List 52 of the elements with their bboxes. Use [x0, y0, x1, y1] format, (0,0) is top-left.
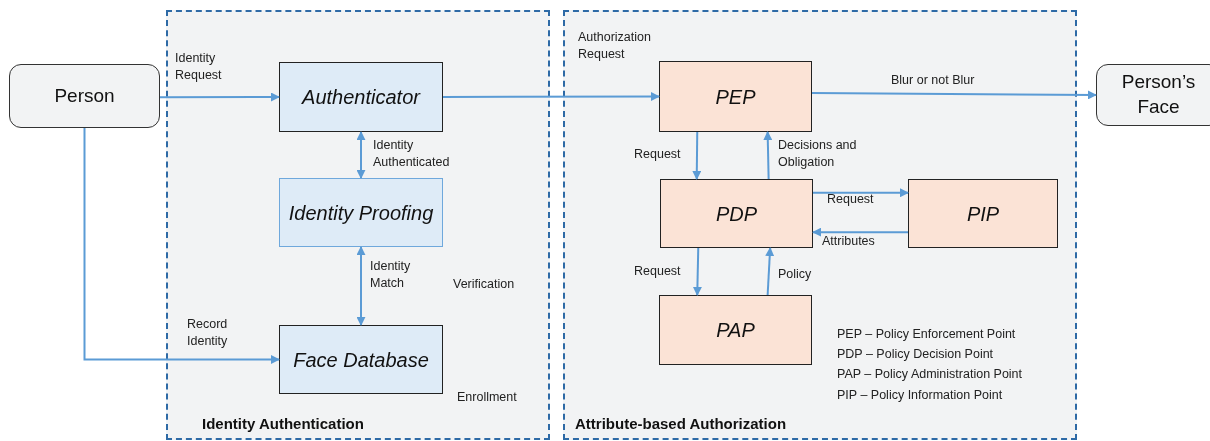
arrow [159, 92, 280, 102]
node-label: PEP [715, 84, 756, 110]
node-label: PAP [716, 318, 755, 343]
node-label: PIP [966, 201, 1000, 227]
edge-label: Policy [778, 266, 813, 283]
node-label: Identity Proofing [288, 200, 434, 226]
abbreviation-note: PDP – Policy Decision Point [837, 346, 994, 363]
edge-label: Authorization Request [578, 29, 652, 63]
phase-label: Enrollment [457, 389, 517, 406]
process-box [279, 62, 443, 132]
process-box [659, 61, 812, 132]
abbreviation-note: PIP – Policy Information Point [837, 387, 1003, 404]
process-box [279, 178, 443, 247]
group-panel [563, 10, 1077, 440]
node-label: Authenticator [302, 85, 420, 110]
edge-label: Identity Match [370, 258, 412, 292]
group-panel [166, 10, 550, 440]
terminal-box [1096, 64, 1210, 126]
arrow [812, 227, 909, 237]
abbreviation-note: PAP – Policy Administration Point [837, 366, 1023, 383]
node-label: Person [54, 83, 115, 108]
arrow [692, 247, 702, 296]
edge-label: Request [634, 146, 682, 163]
node-label: Person’s Face [1120, 70, 1197, 119]
group-title: Attribute-based Authorization [575, 415, 787, 434]
arrow [763, 131, 773, 180]
edge-label: Attributes [822, 233, 876, 250]
phase-label: Verification [453, 276, 515, 293]
edge-label: Request [634, 263, 682, 280]
group-title: Identity Authentication [202, 415, 364, 434]
edge-label: Decisions and Obligation [778, 137, 858, 171]
arrow [356, 131, 366, 179]
arrow [442, 92, 660, 101]
process-box [659, 295, 812, 365]
edge-label: Identity Authenticated [373, 137, 451, 171]
process-box [660, 179, 813, 248]
arrow [765, 247, 775, 296]
edge-label: Record Identity [187, 316, 229, 350]
arrow [811, 90, 1097, 100]
arrow [83, 127, 280, 364]
edge-label: Request [827, 191, 875, 208]
process-box [279, 325, 443, 394]
abbreviation-note: PEP – Policy Enforcement Point [837, 326, 1016, 343]
terminal-box [9, 64, 160, 128]
arrow [812, 188, 909, 198]
process-box [908, 179, 1058, 248]
arrow [356, 246, 366, 326]
node-label: PDP [715, 201, 758, 227]
edge-label: Blur or not Blur [891, 72, 976, 89]
node-label: Face Database [293, 347, 429, 373]
edge-label: Identity Request [175, 50, 223, 84]
arrow [692, 131, 702, 180]
